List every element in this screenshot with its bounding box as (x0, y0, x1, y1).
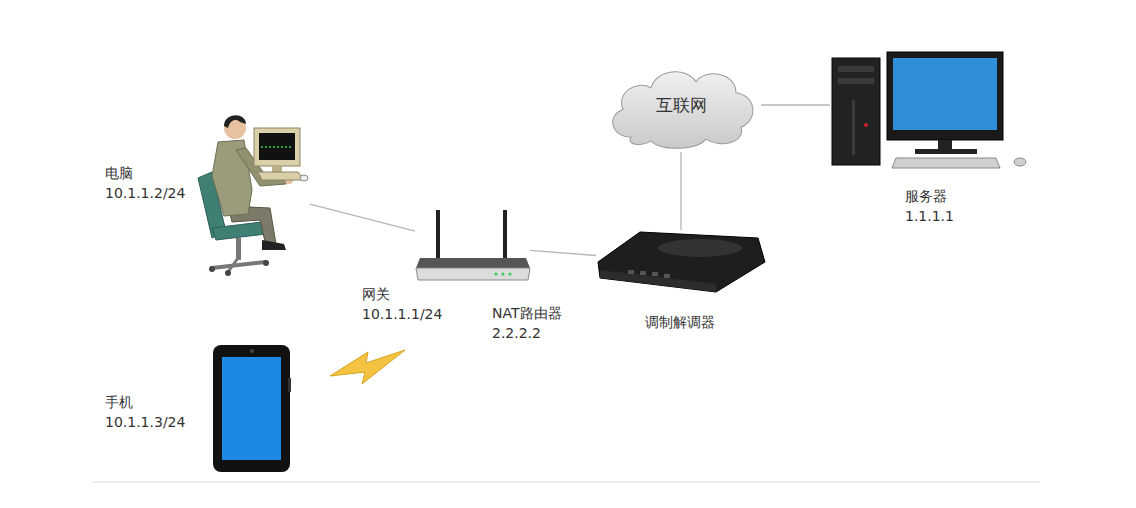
network-link (310, 204, 415, 231)
modem-node: 调制解调器 (596, 230, 766, 294)
modem-illustration (598, 232, 765, 292)
wireless-symbol (330, 350, 405, 384)
cloud-node: 互联网 (601, 58, 761, 152)
network-link (761, 104, 830, 105)
device-label: 网关 10.1.1.1/24 (362, 284, 452, 325)
router-illustration (416, 210, 530, 280)
device-label: 服务器 1.1.1.1 (905, 186, 965, 227)
person-computer-illustration (198, 115, 308, 276)
phone-illustration (213, 345, 291, 472)
server-illustration (832, 52, 1026, 168)
network-link (680, 152, 681, 230)
device-label: NAT路由器 2.2.2.2 (492, 303, 572, 344)
phone-node: 手机 10.1.1.3/24 (212, 345, 291, 473)
device-label: 手机 10.1.1.3/24 (105, 392, 195, 433)
network-link (530, 250, 596, 255)
device-label: 调制解调器 (645, 312, 715, 332)
cloud-label: 互联网 (656, 94, 707, 117)
computer-node: 电脑 10.1.1.2/24 (200, 108, 310, 272)
server-node: 服务器 1.1.1.1 (830, 50, 1030, 160)
bottom-rule (92, 482, 1040, 483)
router-node: 网关 10.1.1.1/24NAT路由器 2.2.2.2 (415, 210, 530, 282)
device-label: 电脑 10.1.1.2/24 (105, 163, 195, 204)
